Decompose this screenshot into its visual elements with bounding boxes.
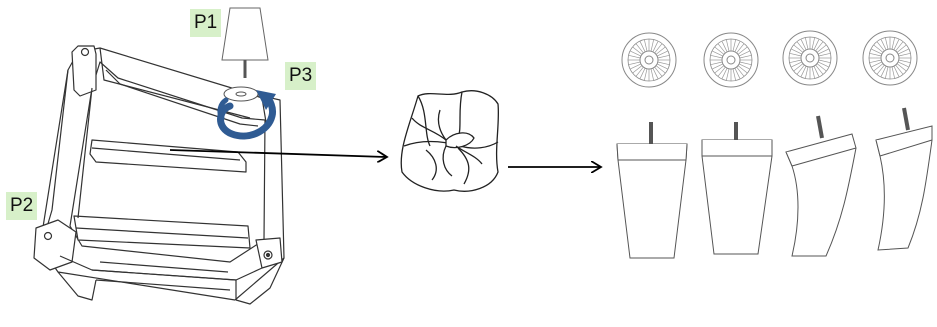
legs [616,107,933,259]
leg-icon [875,107,933,251]
part-label-p2: P2 [6,192,38,220]
gripper-pads [621,30,918,88]
part-label-p3: P3 [285,62,317,90]
flow-arrows [169,149,601,167]
washer-icon [703,32,759,88]
leg-icon [785,115,857,257]
hardware-bag-icon [400,90,500,192]
washer-icon [782,30,838,86]
leg-icon [701,122,773,255]
washer-p3 [223,86,259,102]
leg-p1-illustration [221,7,269,78]
washer-icon [621,32,677,88]
washer-icon [862,30,918,86]
arrow-frame-to-bag [169,149,387,157]
rotation-arrow-icon [217,90,276,140]
leg-icon [616,122,688,259]
furniture-frame [33,45,285,305]
part-label-p1: P1 [190,9,222,37]
